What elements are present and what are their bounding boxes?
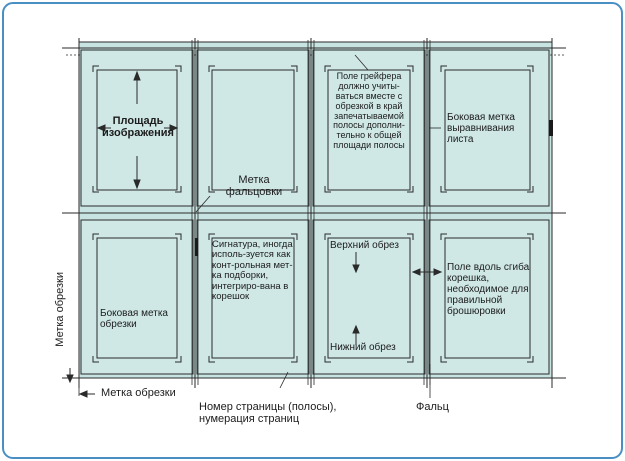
- image-area-4: [444, 69, 531, 191]
- fold-mark-label: Метка фальцовки: [225, 174, 283, 199]
- fold-label: Фальц: [416, 401, 449, 413]
- trim-arrows: [352, 252, 443, 345]
- image-area-1: [96, 69, 178, 191]
- head-trim-label: Верхний обрез: [330, 240, 399, 251]
- page-2-bottom: [196, 219, 310, 375]
- image-area-2: [211, 69, 295, 191]
- side-trim-mark-label: Боковая метка обрезки: [100, 308, 168, 330]
- page-1-bottom: [80, 219, 194, 375]
- page-2-top: [196, 49, 310, 207]
- trim-mark-bottom-label: Метка обрезки: [101, 387, 176, 399]
- image-area-6: [211, 237, 295, 359]
- leader-lines: [78, 54, 441, 398]
- image-area-3: [327, 69, 411, 191]
- double-lines: [191, 40, 431, 385]
- signature-label: Сигнатура, иногда исполь-зуется как конт…: [212, 239, 293, 303]
- image-area-5: [96, 237, 178, 359]
- top-row-pages: [80, 49, 550, 207]
- side-lay-marker: [549, 120, 553, 136]
- side-lay-mark-label: Боковая метка выравнивания листа: [447, 112, 515, 145]
- page-3-bottom: [312, 219, 426, 375]
- image-area-8: [444, 237, 531, 359]
- image-areas: [96, 69, 531, 359]
- spine-margin-label: Поле вдоль сгиба корешка, необходимое дл…: [447, 262, 530, 317]
- page-3-top: [312, 49, 426, 207]
- foot-trim-label: Нижний обрез: [330, 342, 396, 353]
- image-area-label: Площадь изображения: [102, 115, 174, 140]
- signature-marker: [195, 238, 198, 256]
- page-4-bottom: [428, 219, 550, 375]
- gripper-field-label: Поле грейфера должно учиты-ваться вместе…: [333, 71, 405, 151]
- image-area-7: [327, 237, 411, 359]
- page-number-label: Номер страницы (полосы), нумерация стран…: [199, 401, 337, 426]
- trim-mark-left: [66, 368, 95, 398]
- corner-brackets: [92, 65, 534, 363]
- image-area-arrows: [96, 70, 179, 190]
- trim-mark-vertical-label: Метка обрезки: [54, 272, 66, 347]
- bottom-row-pages: [80, 219, 550, 375]
